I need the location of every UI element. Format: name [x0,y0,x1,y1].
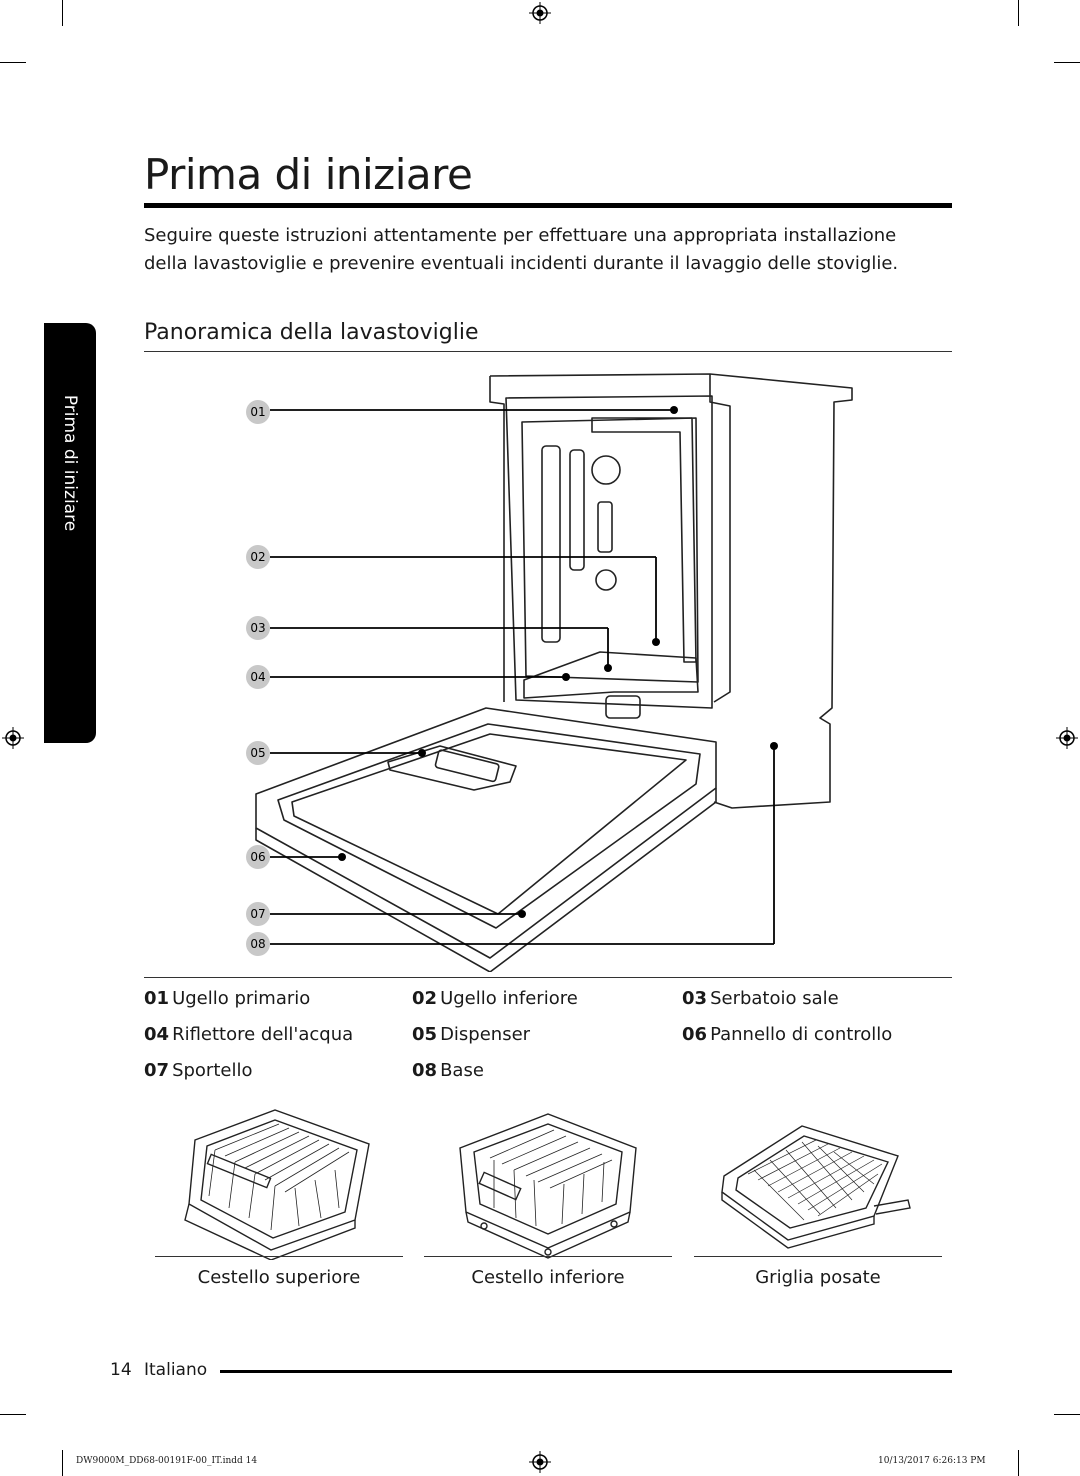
registration-mark-icon [2,727,24,749]
callout-label: 02 [250,550,265,564]
footer-language: Italiano [144,1360,208,1380]
callout-label: 08 [250,937,265,951]
crop-mark [0,62,26,63]
callout-label: 01 [250,405,265,419]
crop-mark [0,1414,26,1415]
crop-mark [1018,1450,1019,1476]
callout-label: 05 [250,746,265,760]
upper-rack-illustration [184,1109,370,1260]
footer-rule [220,1370,952,1373]
side-tab-label: Prima di iniziare [60,394,80,532]
rack-rule [155,1256,403,1257]
rack-rule [694,1256,942,1257]
cutlery-tray-label: Griglia posate [755,1267,881,1288]
registration-mark-icon [529,2,551,24]
upper-rack-label: Cestello superiore [197,1267,361,1288]
page-title: Prima di iniziare [144,150,473,199]
callout-label: 06 [250,850,265,864]
rack-rule [424,1256,672,1257]
lower-rack-illustration [459,1113,637,1259]
print-slug-date: 10/13/2017 6:26:13 PM [878,1456,986,1466]
legend-rule [144,977,952,978]
section-title: Panoramica della lavastoviglie [144,320,479,345]
cutlery-tray-illustration [721,1125,911,1249]
lower-rack-label: Cestello inferiore [471,1267,625,1288]
callout-label: 03 [250,621,265,635]
crop-mark [62,0,63,26]
section-rule [144,351,952,352]
crop-mark [62,1450,63,1476]
callout-label: 04 [250,670,265,684]
registration-mark-icon [529,1451,551,1473]
crop-mark [1018,0,1019,26]
intro-text: Seguire queste istruzioni attentamente p… [144,225,899,274]
crop-mark [1054,62,1080,63]
registration-mark-icon [1056,727,1078,749]
title-rule [144,203,952,208]
side-tab: Prima di iniziare [44,323,96,743]
page-number: 14 [110,1360,132,1380]
dishwasher-diagram: 01 02 03 04 05 06 07 08 [246,373,853,972]
print-slug-file: DW9000M_DD68-00191F-00_IT.indd 14 [76,1456,258,1466]
callout-label: 07 [250,907,265,921]
crop-mark [1054,1414,1080,1415]
